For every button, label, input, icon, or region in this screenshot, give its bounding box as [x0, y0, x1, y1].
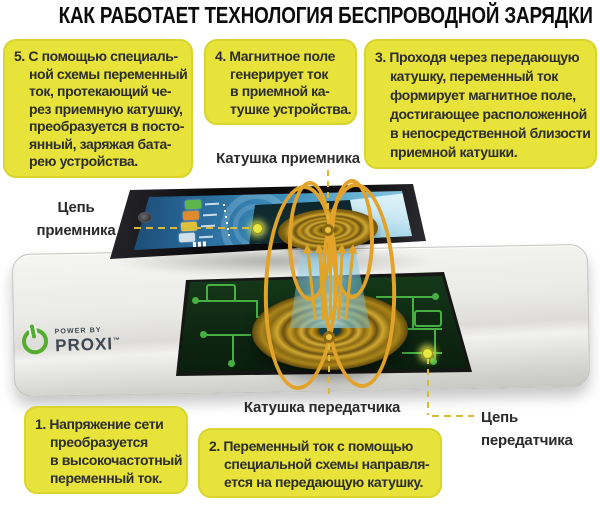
callout-line: генерирует ток	[230, 65, 328, 82]
label-transmitter-coil: Катушка передатчика	[243, 399, 401, 416]
callout-line: в непосредственной близости	[390, 125, 591, 141]
pcb-trace	[390, 328, 442, 330]
callout-line: 5. С помощью специаль-	[14, 48, 178, 64]
callout-line: ется на передающую катушку.	[224, 474, 424, 490]
power-icon	[19, 325, 51, 357]
callout-step-4: 4. Магнитное поле генерирует ток в прием…	[204, 39, 357, 125]
callout-line: янный, заряжая бата-	[29, 135, 172, 152]
pcb-chip	[414, 310, 442, 327]
callout-line: тушке устройства.	[230, 100, 352, 117]
brand-name: PROXI	[54, 333, 114, 355]
callout-line: 1. Напряжение сети	[35, 416, 164, 432]
label-transmitter-circuit: Цепь передатчика	[481, 406, 600, 452]
logo-brand-text: PROXI™	[54, 333, 122, 355]
icon-label-bar	[198, 235, 214, 239]
callout-line: катушку, переменный ток	[390, 68, 558, 84]
callout-step-2: 2. Переменный ток с помощью специальной …	[198, 428, 442, 498]
callout-line: рез приемную катушку,	[29, 100, 183, 117]
callout-line: специальной схемы направля-	[224, 456, 430, 472]
callout-line: преобразуется	[50, 434, 148, 450]
status-icons	[405, 196, 408, 199]
trademark-symbol: ™	[112, 336, 122, 345]
callout-line: 2. Переменный ток с помощью	[209, 438, 413, 454]
transmitter-circuit-point	[422, 348, 433, 359]
transmitter-coil-point	[323, 331, 335, 343]
label-line: приемника	[36, 222, 116, 239]
callout-line: достигающее расположенной	[390, 106, 587, 122]
callout-step-5: 5. С помощью специаль- ной схемы перемен…	[3, 39, 193, 178]
callout-line: ной схемы переменный	[29, 65, 188, 82]
callout-line: переменный ток.	[50, 470, 163, 486]
callout-line: ток, протекающий че-	[29, 83, 172, 99]
label-line: Цепь	[481, 409, 518, 426]
app-icon	[182, 210, 200, 221]
callout-line: формирует магнитное поле,	[390, 87, 576, 103]
pcb-pad-dot	[432, 293, 439, 300]
pcb-pad-dot	[228, 360, 235, 367]
transmitter-circuit-connector-v	[427, 358, 429, 415]
label-line: Цепь	[57, 199, 95, 216]
callout-line: в высокочастотный	[50, 452, 183, 468]
transmitter-circuit-connector-h	[432, 415, 474, 417]
screen-dots-decor	[223, 204, 225, 206]
transmitter-coil-connector	[328, 344, 330, 398]
powerbyproxi-logo: POWER BY PROXI™	[19, 325, 122, 357]
camera-icon	[138, 212, 152, 223]
label-receiver-circuit: Цепь приемника	[18, 196, 134, 242]
pcb-trace	[232, 336, 234, 362]
pcb-trace	[434, 330, 436, 360]
page-title-text: КАК РАБОТАЕТ ТЕХНОЛОГИЯ БЕСПРОВОДНОЙ ЗАР…	[58, 2, 593, 28]
receiver-circuit-connector	[134, 227, 252, 229]
app-icon	[178, 232, 196, 243]
callout-line: 4. Магнитное поле	[215, 48, 335, 64]
callout-line: в приемной ка-	[230, 83, 330, 99]
pcb-trace	[412, 298, 414, 328]
callout-line: рею устройства.	[29, 153, 138, 169]
receiver-circuit-point	[252, 223, 263, 234]
pcb-pad-dot	[430, 358, 437, 365]
current-arrow-icon	[325, 244, 335, 324]
receiver-coil-point	[322, 224, 334, 236]
pcb-pad-dot	[200, 331, 207, 338]
callout-line: приемной катушки.	[390, 144, 518, 160]
app-icon	[184, 199, 202, 210]
callout-step-1: 1. Напряжение сети преобразуется в высок…	[24, 406, 188, 494]
label-line: передатчика	[481, 432, 573, 449]
screen-bars-decor	[192, 241, 197, 250]
pcb-chip	[206, 284, 236, 302]
icon-label-bar	[202, 213, 218, 217]
pcb-pad-dot	[192, 297, 199, 304]
label-receiver-coil: Катушка приемника	[216, 150, 360, 167]
pcb-trace	[206, 334, 251, 336]
callout-line: 3. Проходя через передающую	[375, 49, 580, 65]
pcb-trace	[256, 300, 258, 316]
magnetic-field-line	[330, 179, 374, 299]
callout-line: преобразуется в посто-	[29, 118, 185, 134]
callout-step-3: 3. Проходя через передающую катушку, пер…	[364, 39, 597, 169]
receiver-coil-connector	[327, 170, 329, 225]
page-title: КАК РАБОТАЕТ ТЕХНОЛОГИЯ БЕСПРОВОДНОЙ ЗАР…	[0, 2, 600, 29]
icon-label-bar	[204, 202, 220, 206]
pcb-trace	[376, 296, 434, 298]
